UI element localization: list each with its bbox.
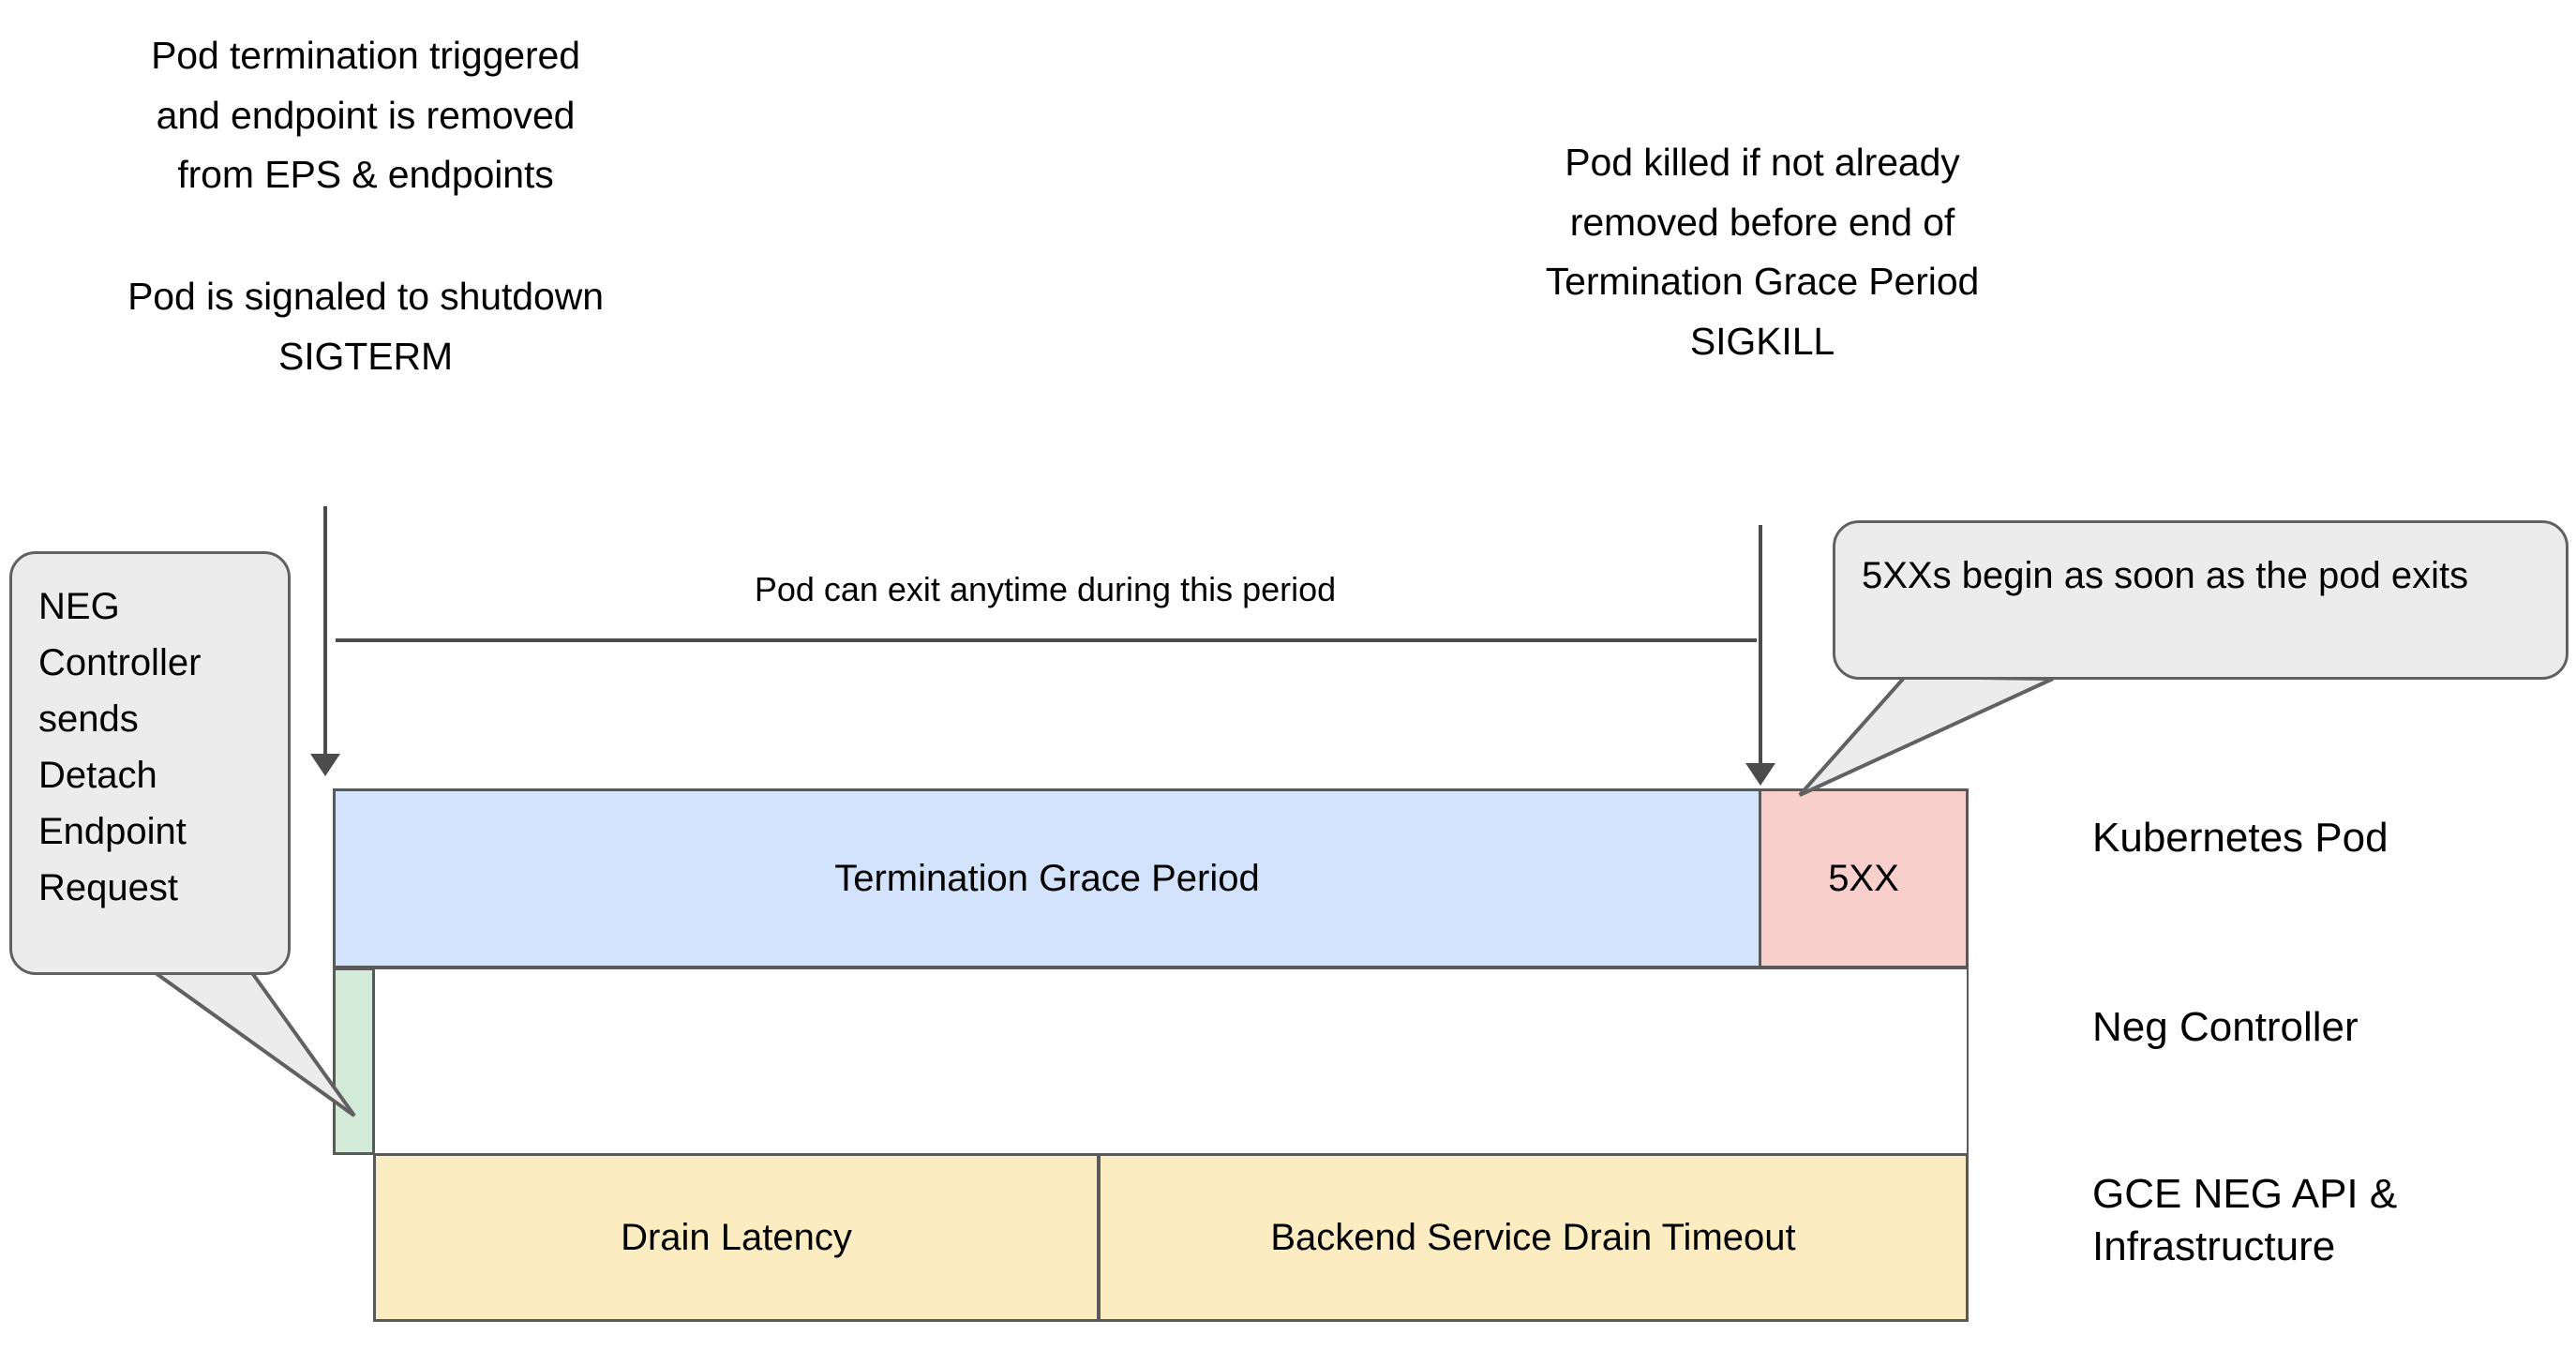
bar-backend-service-drain-timeout: Backend Service Drain Timeout <box>1098 1153 1969 1322</box>
lane-label-gce-neg-api: GCE NEG API & Infrastructure <box>2092 1171 2398 1270</box>
callout-neg-controller: NEG Controller sends Detach Endpoint Req… <box>9 551 291 975</box>
bar-neg-controller-idle <box>373 968 1969 1155</box>
callout-5xx-begin: 5XXs begin as soon as the pod exits <box>1833 520 2569 680</box>
down-arrow-icon-termination-start <box>323 506 327 758</box>
measure-line-label: Pod can exit anytime during this period <box>754 570 1337 608</box>
bar-5xx: 5XX <box>1759 788 1969 968</box>
note-pod-killed-sigkill: Pod killed if not already removed before… <box>1545 141 1980 363</box>
lane-label-kubernetes-pod: Kubernetes Pod <box>2092 815 2389 861</box>
note-pod-termination-triggered: Pod termination triggered and endpoint i… <box>151 34 580 197</box>
bar-neg-controller-detach <box>333 968 375 1155</box>
callout-tail-5xx <box>1798 674 2054 797</box>
lane-label-neg-controller: Neg Controller <box>2092 1004 2359 1050</box>
note-pod-signaled-shutdown: Pod is signaled to shutdown SIGTERM <box>127 275 604 378</box>
bar-termination-grace-period: Termination Grace Period <box>333 788 1761 968</box>
callout-tail-neg-controller <box>139 961 356 1118</box>
down-arrow-icon-sigkill <box>1759 525 1762 767</box>
pod-exit-window-line <box>336 638 1757 642</box>
